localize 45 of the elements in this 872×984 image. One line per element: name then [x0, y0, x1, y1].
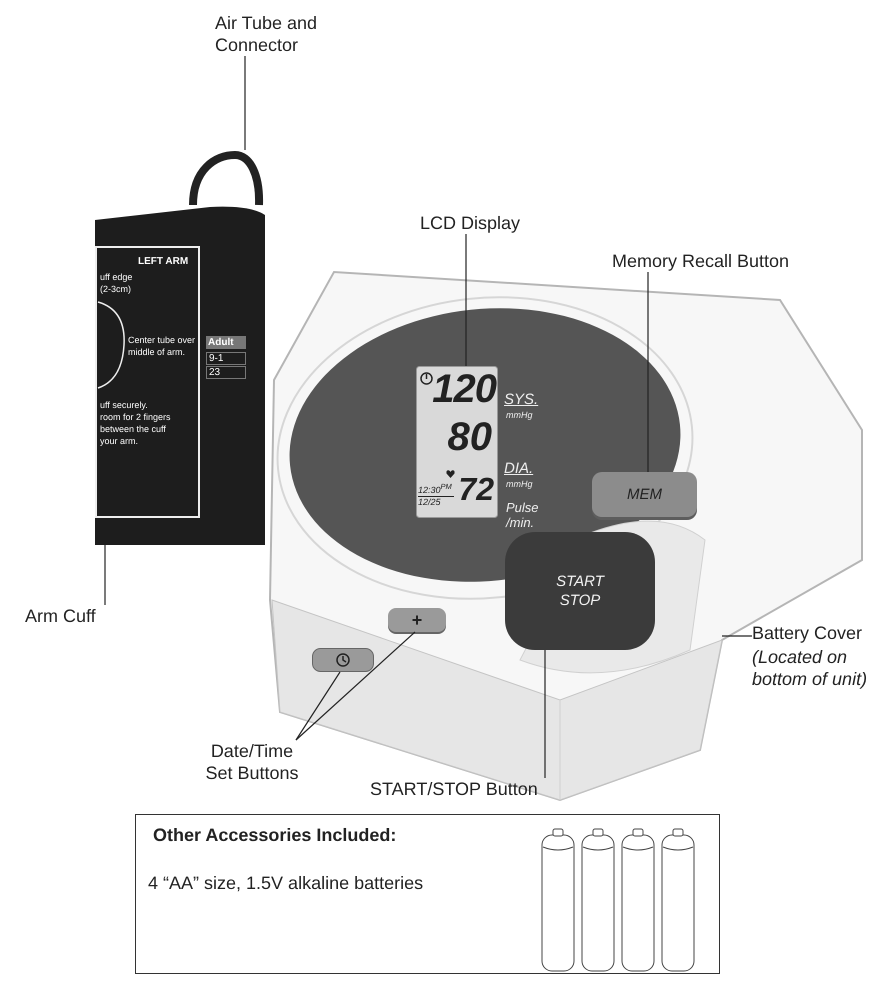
cuff-text: your arm.: [100, 436, 138, 446]
leader-line: [244, 56, 246, 150]
unit-label: mmHg: [506, 410, 532, 420]
leader-line: [296, 672, 340, 740]
panel-text: 4 “AA” size, 1.5V alkaline batteries: [148, 873, 424, 894]
lcd-reading: 120: [431, 366, 496, 412]
size-table-cell: 23: [206, 366, 246, 379]
callout-label: LCD Display: [420, 212, 540, 234]
panel-heading: Other Accessories Included:: [153, 825, 396, 846]
cuff-text: between the cuff: [100, 424, 166, 434]
cuff-text: (2-3cm): [100, 284, 131, 294]
leader-line: [104, 545, 106, 605]
size-table-cell: 9-1: [206, 352, 246, 365]
lcd-date: 12/25: [418, 496, 454, 507]
cuff-text: uff edge: [100, 272, 132, 282]
clock-button: [312, 648, 374, 672]
leader-line: [722, 635, 752, 637]
leader-line: [296, 632, 416, 740]
lcd-reading: 72: [458, 470, 494, 508]
size-table-cell: Adult: [206, 336, 246, 349]
callout-label: Arm Cuff: [25, 605, 125, 627]
cuff-text: Center tube over middle of arm.: [128, 334, 196, 358]
cuff-text: LEFT ARM: [138, 256, 188, 267]
plus-button: +: [388, 608, 446, 632]
lcd-reading: 80: [446, 414, 492, 460]
start-stop-button: START STOP: [505, 532, 655, 650]
mem-button: MEM: [592, 472, 697, 517]
unit-label: DIA.: [504, 460, 534, 477]
callout-label: Memory Recall Button: [612, 250, 802, 272]
callout-label: START/STOP Button: [370, 778, 550, 800]
lcd-time: 12:30$^{PM}$: [418, 482, 453, 495]
unit-label: Pulse /min.: [506, 500, 540, 530]
callout-label: Battery Cover: [752, 622, 864, 644]
lcd-screen: [416, 366, 498, 518]
cuff-text: room for 2 fingers: [100, 412, 171, 422]
leader-line: [544, 650, 546, 778]
unit-label: mmHg: [506, 479, 532, 489]
unit-label: SYS.: [504, 391, 538, 408]
callout-label: Date/Time Set Buttons: [196, 740, 308, 784]
callout-note: (Located on bottom of unit): [752, 646, 868, 690]
leader-line: [465, 234, 467, 366]
leader-line: [647, 272, 649, 472]
accessories-panel: [135, 814, 720, 974]
callout-label: Air Tube and Connector: [215, 12, 355, 56]
cuff-text: uff securely.: [100, 400, 148, 410]
